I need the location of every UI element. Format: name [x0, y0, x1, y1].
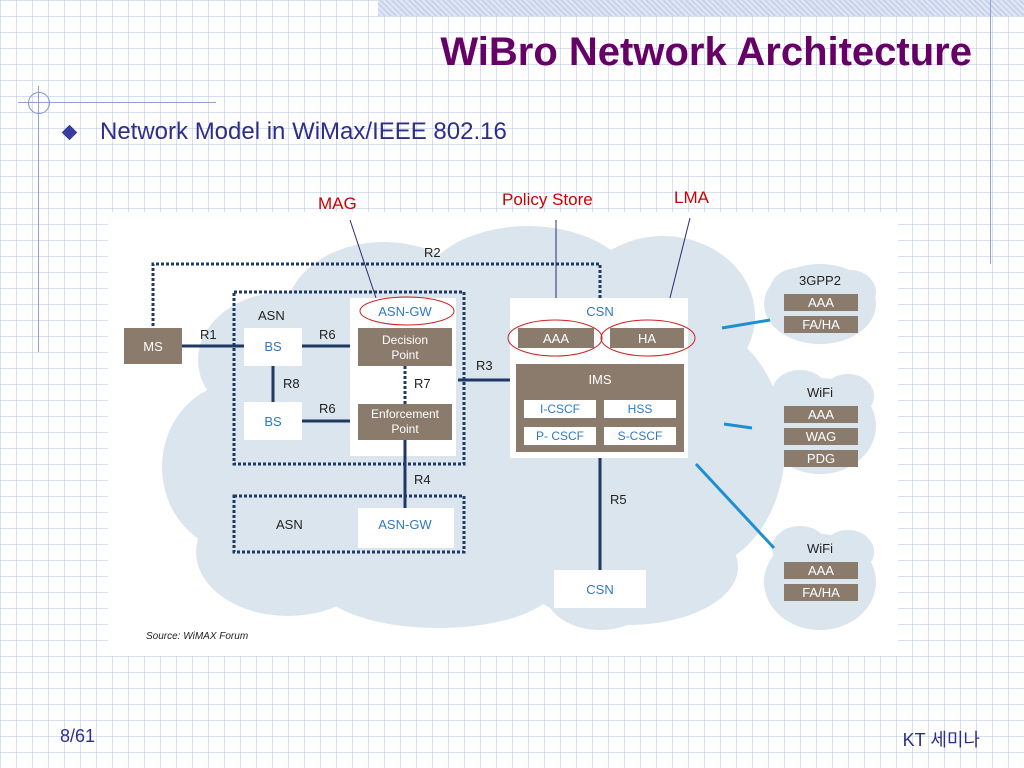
- decision-point-line1: Decision: [382, 333, 428, 347]
- bs2-box: [244, 402, 302, 440]
- hss-box: [604, 400, 676, 418]
- r2-dotted-path: [151, 262, 602, 326]
- decision-point-box: [358, 328, 452, 366]
- page-number: 8/61: [60, 726, 96, 746]
- callout-policy-store: Policy Store: [502, 190, 593, 209]
- slide-rule-horizontal: [18, 102, 216, 103]
- r5-label: R5: [610, 492, 627, 507]
- wifi2-faha-box: [784, 584, 858, 601]
- enforcement-point-line1: Enforcement: [371, 407, 440, 421]
- decorative-circle: [28, 92, 50, 114]
- r7-label: R7: [414, 376, 431, 391]
- bullet-diamond-icon: [61, 124, 78, 141]
- policy-store-highlight-ellipse: [507, 319, 603, 357]
- link-wifi1: [723, 422, 753, 430]
- wifi1-aaa-label: AAA: [808, 407, 834, 422]
- bs1-label: BS: [264, 339, 282, 354]
- ha-box: [610, 328, 684, 348]
- asn2-label: ASN: [276, 517, 303, 532]
- decision-point-line2: Point: [391, 348, 419, 362]
- asn-gw-label: ASN-GW: [378, 304, 432, 319]
- wifi1-aaa-box: [784, 406, 858, 423]
- lma-highlight-ellipse: [600, 319, 696, 357]
- csn2-box: [554, 570, 646, 608]
- link-3gpp2: [721, 318, 771, 330]
- gpp2-label: 3GPP2: [799, 273, 841, 288]
- p-cscf-label: P- CSCF: [536, 429, 584, 443]
- ms-box: [124, 328, 182, 364]
- slide-rule-right: [990, 0, 991, 264]
- footer-seminar: KT 세미나: [902, 730, 980, 750]
- asn2-dotted-box: [232, 494, 466, 554]
- wifi2-label: WiFi: [807, 541, 833, 556]
- aaa-label: AAA: [543, 331, 569, 346]
- i-cscf-label: I-CSCF: [540, 402, 580, 416]
- mag-pointer: [349, 219, 377, 299]
- asn-dotted-box: [232, 290, 466, 466]
- r6-bottom-label: R6: [319, 401, 336, 416]
- aaa-box: [518, 328, 594, 348]
- wifi2-cloud: [764, 526, 876, 630]
- wifi1-label: WiFi: [807, 385, 833, 400]
- ims-label: IMS: [588, 372, 611, 387]
- bullet-text: Network Model in WiMax/IEEE 802.16: [100, 118, 507, 145]
- slide-rule-left: [38, 86, 39, 352]
- s-cscf-box: [604, 427, 676, 445]
- callout-mag: MAG: [318, 194, 357, 213]
- header-pattern-band: [378, 0, 1024, 16]
- mag-highlight-ellipse: [359, 296, 455, 326]
- wifi1-wag-label: WAG: [806, 429, 837, 444]
- gpp2-aaa-label: AAA: [808, 295, 834, 310]
- r8-label: R8: [283, 376, 300, 391]
- p-cscf-box: [524, 427, 596, 445]
- r6-top-label: R6: [319, 327, 336, 342]
- source-note: Source: WiMAX Forum: [146, 631, 248, 642]
- csn-label: CSN: [586, 304, 613, 319]
- gpp2-aaa-box: [784, 294, 858, 311]
- asn2-gw-box: [358, 508, 454, 548]
- bs2-label: BS: [264, 414, 282, 429]
- bs1-box: [244, 328, 302, 366]
- wifi1-wag-box: [784, 428, 858, 445]
- asn-label: ASN: [258, 308, 285, 323]
- enforcement-point-box: [358, 404, 452, 440]
- enforcement-point-line2: Point: [391, 422, 419, 436]
- wifi2-faha-label: FA/HA: [802, 585, 840, 600]
- gpp2-faha-label: FA/HA: [802, 317, 840, 332]
- asn2-gw-label: ASN-GW: [378, 517, 432, 532]
- i-cscf-box: [524, 400, 596, 418]
- r1-label: R1: [200, 327, 217, 342]
- slide-title: WiBro Network Architecture: [440, 30, 972, 74]
- gpp2-faha-box: [784, 316, 858, 333]
- r2-label: R2: [424, 245, 441, 260]
- wifi2-aaa-label: AAA: [808, 563, 834, 578]
- csn2-label: CSN: [586, 582, 613, 597]
- r4-label: R4: [414, 472, 431, 487]
- r3-label: R3: [476, 358, 493, 373]
- network-diagram-svg: R2 MS R1 R6 R6 R8 R7 R4 R3 R5 ASN: [124, 217, 876, 642]
- network-diagram: R2 MS R1 R6 R6 R8 R7 R4 R3 R5 ASN: [108, 212, 898, 656]
- hss-label: HSS: [628, 402, 653, 416]
- wifi1-pdg-label: PDG: [807, 451, 835, 466]
- callout-lma: LMA: [674, 188, 709, 207]
- ha-label: HA: [638, 331, 656, 346]
- ms-label: MS: [143, 339, 163, 354]
- s-cscf-label: S-CSCF: [618, 429, 663, 443]
- wifi2-aaa-box: [784, 562, 858, 579]
- wifi1-pdg-box: [784, 450, 858, 467]
- link-wifi2: [694, 462, 776, 550]
